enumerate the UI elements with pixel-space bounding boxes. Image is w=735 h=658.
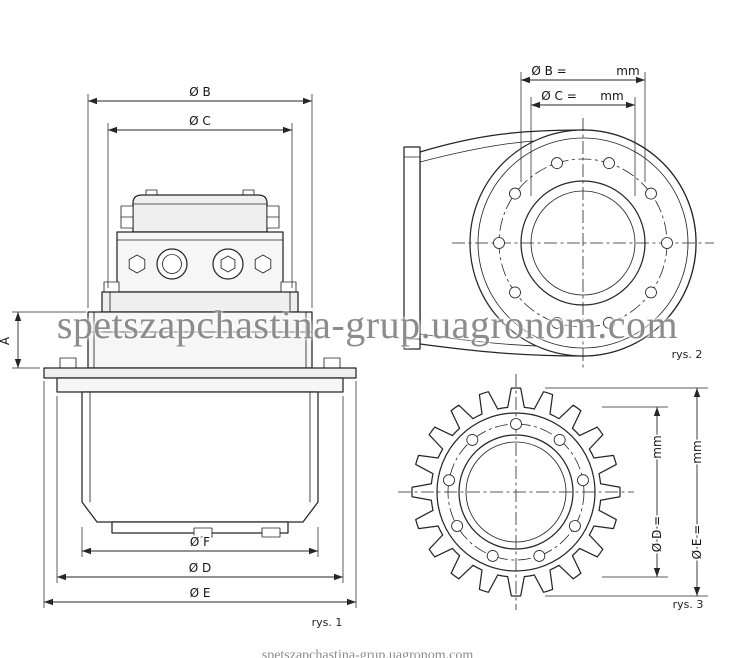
fig1-dimension-b: Ø B <box>87 83 313 308</box>
bolt-hole <box>577 474 589 487</box>
hydraulic-port-inner <box>162 254 182 274</box>
bolt-holes <box>443 418 589 562</box>
fig2-dim-b-unit: mm <box>616 64 639 78</box>
sprocket-flange-outer <box>43 367 357 379</box>
plate-bolt-head <box>59 357 77 369</box>
bolt-hole <box>603 157 615 170</box>
fig3-dim-e-unit: mm <box>690 440 704 463</box>
bolt-hole <box>553 433 566 446</box>
bolt-hole <box>509 286 521 299</box>
bolt-hole <box>451 520 464 532</box>
hex-plug <box>220 255 236 273</box>
bolt-hole <box>533 549 546 562</box>
bolt-hole <box>443 474 455 487</box>
bolt-hole <box>509 187 521 200</box>
bolt-hole <box>603 316 615 329</box>
bolt-hole <box>661 237 673 249</box>
bolt-hole <box>551 157 563 170</box>
fig1-dimension-d: Ø D <box>56 396 344 583</box>
drum-body <box>81 391 319 523</box>
bolt-hole <box>645 187 657 200</box>
flange-bolt-head <box>280 281 297 293</box>
fig2-dimension-b: Ø B = mm <box>520 62 646 182</box>
upper-flange-band <box>101 291 299 313</box>
fig1-dim-b-label: Ø B <box>189 85 211 99</box>
fig3-dimension-d: mm Ø D = <box>602 406 668 578</box>
fig2-caption: rys. 2 <box>672 348 703 361</box>
motor-top-cover <box>132 194 268 233</box>
flange-bolt-head <box>103 281 120 293</box>
plate-bolt-head <box>323 357 341 369</box>
fig2-dim-b-label: Ø B = <box>531 64 566 78</box>
fig2-dimension-c: Ø C = mm <box>530 87 636 196</box>
sprocket-flange-inner <box>56 377 344 393</box>
bolt-hole <box>510 418 522 430</box>
fig3-dim-d-unit: mm <box>650 435 664 458</box>
fig1-dim-e-label: Ø E <box>190 586 211 600</box>
fig1-dimension-f: Ø F <box>81 527 319 557</box>
fig1-dim-a-label: A <box>0 336 12 345</box>
fig1-caption: rys. 1 <box>312 616 343 629</box>
fig3-dimension-e: mm Ø E = <box>545 387 708 597</box>
fig1-dim-c-label: Ø C <box>189 114 211 128</box>
fig1-dim-d-label: Ø D <box>189 561 212 575</box>
fig3-dim-d-label: Ø D = <box>650 516 664 552</box>
fig2-dim-c-unit: mm <box>600 89 623 103</box>
main-housing-flange <box>87 311 313 369</box>
bolt-hole <box>466 433 479 446</box>
mounting-flange-bar <box>403 146 421 350</box>
bolt-hole <box>493 237 505 249</box>
bolt-circle-centerline <box>447 423 585 561</box>
bolt-hole <box>486 549 499 562</box>
fig3-caption: rys. 3 <box>673 598 704 611</box>
bolt-hole <box>645 286 657 299</box>
fig2-dim-c-label: Ø C = <box>541 89 577 103</box>
fig1-dim-f-label: Ø F <box>190 535 210 549</box>
fig1-dimension-e: Ø E <box>43 381 357 608</box>
bottom-cap-lug <box>261 527 281 538</box>
fig1-dimension-c: Ø C <box>107 112 293 288</box>
bolt-hole <box>568 520 581 532</box>
figure-sprocket: mm Ø D = mm Ø E = rys. 3 <box>398 374 708 613</box>
fig3-dim-e-label: Ø E = <box>690 525 704 560</box>
bottom-cap-lug <box>193 527 213 538</box>
figure-travel-motor-front-view: Ø B Ø C A Ø F Ø D <box>0 83 357 631</box>
bolt-hole <box>551 316 563 329</box>
hex-plugs <box>128 254 272 274</box>
figure-motor-side-view: Ø B = mm Ø C = mm rys. 2 <box>403 62 714 368</box>
hex-plug <box>128 254 146 274</box>
fig1-dimension-a: A <box>0 311 86 369</box>
hex-plug <box>254 254 272 274</box>
bolt-holes <box>493 157 673 329</box>
